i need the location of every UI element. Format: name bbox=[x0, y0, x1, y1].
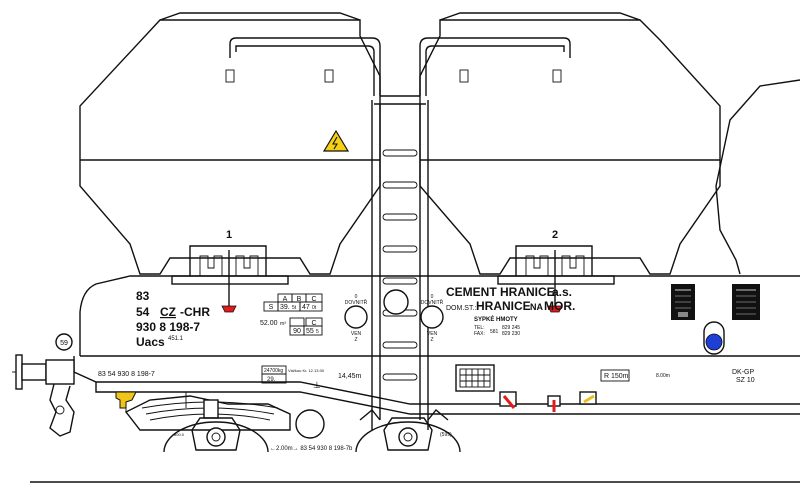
brake-lever-2[interactable] bbox=[547, 395, 561, 412]
bogie-left-label: 800.0 bbox=[174, 432, 185, 437]
grille bbox=[455, 364, 495, 392]
svg-text:930 8 198-7: 930 8 198-7 bbox=[136, 320, 200, 334]
svg-text:Z: Z bbox=[354, 337, 357, 343]
buffer bbox=[12, 354, 75, 390]
svg-text:S: S bbox=[269, 304, 274, 311]
svg-text:52.00: 52.00 bbox=[260, 320, 278, 327]
wagon-code-block: 83 54 CZ -CHR 930 8 198-7 Uacs 451.1 bbox=[136, 289, 210, 349]
signal-lamp-icon bbox=[703, 321, 725, 355]
hopper-left bbox=[79, 12, 381, 275]
svg-text:SYPKÉ HMOTY: SYPKÉ HMOTY bbox=[474, 315, 518, 323]
frame-number: 83 54 930 8 198-7 bbox=[98, 371, 155, 378]
svg-text:39.: 39. bbox=[280, 304, 290, 311]
svg-text:24700kg: 24700kg bbox=[264, 368, 283, 374]
svg-text:a.s.: a.s. bbox=[552, 285, 572, 299]
svg-text:54: 54 bbox=[136, 305, 150, 319]
svg-text:0t: 0t bbox=[312, 305, 317, 311]
svg-text:DOM.ST.:: DOM.ST.: bbox=[446, 305, 476, 312]
svg-text:451.1: 451.1 bbox=[168, 336, 184, 342]
svg-text:47: 47 bbox=[302, 304, 310, 311]
svg-text:DOVNITŘ: DOVNITŘ bbox=[421, 298, 444, 306]
svg-text:CEMENT HRANICE: CEMENT HRANICE bbox=[446, 285, 555, 299]
owner-block: CEMENT HRANICE a.s. DOM.ST.: HRANICE NA … bbox=[446, 285, 575, 337]
svg-text:90: 90 bbox=[293, 328, 301, 335]
hopper-label-2: 2 bbox=[552, 229, 558, 241]
revision-label: Vážkou Kr. 12.13.00 bbox=[288, 368, 325, 373]
wagon-body bbox=[79, 275, 800, 357]
info-plate-1 bbox=[671, 284, 695, 320]
svg-text:m³: m³ bbox=[280, 321, 286, 327]
svg-text:R 150m: R 150m bbox=[604, 373, 629, 380]
outlet-box-2 bbox=[497, 245, 615, 313]
ladder[interactable] bbox=[371, 100, 429, 430]
svg-text:A: A bbox=[283, 296, 288, 303]
underframe bbox=[73, 356, 800, 415]
svg-text:C: C bbox=[311, 320, 316, 327]
high-voltage-warning-icon bbox=[322, 129, 350, 152]
svg-text:0: 0 bbox=[431, 294, 434, 300]
svg-text:C: C bbox=[311, 296, 316, 303]
svg-text:MOR.: MOR. bbox=[544, 299, 575, 313]
weight-label: 24700kg 29. bbox=[261, 365, 287, 384]
bogie-right-label: (599) bbox=[440, 432, 452, 438]
svg-text:0: 0 bbox=[355, 294, 358, 300]
svg-text:VEN: VEN bbox=[427, 331, 438, 337]
sz-label: SZ 10 bbox=[736, 377, 755, 384]
svg-text:FAX:: FAX: bbox=[474, 331, 485, 337]
hopper-third-partial bbox=[715, 79, 800, 275]
bogie-number: ←2.00m→ 83 54 930 8 198-7b bbox=[270, 446, 353, 452]
svg-text:-CHR: -CHR bbox=[180, 305, 210, 319]
svg-text:55: 55 bbox=[306, 328, 314, 335]
coupler-hook bbox=[49, 383, 75, 437]
svg-text:5: 5 bbox=[316, 329, 319, 335]
dkgp-label: DK-GP bbox=[732, 369, 755, 376]
svg-text:CZ: CZ bbox=[160, 305, 176, 319]
distance-label: 8.00m bbox=[656, 373, 670, 379]
svg-text:B: B bbox=[297, 296, 302, 303]
svg-text:HRANICE: HRANICE bbox=[476, 299, 531, 313]
coupler-handle-icon[interactable] bbox=[115, 391, 137, 409]
handrails bbox=[229, 37, 571, 105]
svg-text:581: 581 bbox=[490, 329, 499, 335]
svg-text:TEL:: TEL: bbox=[474, 325, 485, 331]
badge-59: 59 bbox=[55, 333, 73, 351]
hopper-label-1: 1 bbox=[226, 229, 232, 241]
bogie bbox=[124, 395, 461, 453]
outlet-box-1 bbox=[171, 245, 289, 313]
info-plate-2 bbox=[732, 284, 760, 320]
center-mark: ⊥ bbox=[313, 380, 321, 390]
svg-text:29.: 29. bbox=[267, 377, 276, 383]
radius-label: R 150m bbox=[600, 369, 630, 382]
svg-text:59: 59 bbox=[60, 340, 68, 347]
brake-lever-1[interactable] bbox=[499, 391, 517, 409]
svg-text:829 245: 829 245 bbox=[502, 325, 520, 331]
valve-left[interactable]: 0 DOVNITŘ VEN Z bbox=[344, 294, 368, 343]
valve-right[interactable]: 0 DOVNITŘ VEN Z bbox=[420, 294, 444, 343]
brake-lever-3[interactable] bbox=[579, 391, 597, 405]
svg-text:Uacs: Uacs bbox=[136, 335, 165, 349]
load-table: A B C S 39. 5t 47 0t 52.00 m³ C 90 55 5 bbox=[260, 293, 323, 336]
svg-text:83: 83 bbox=[136, 289, 150, 303]
svg-text:VEN: VEN bbox=[351, 331, 362, 337]
svg-text:Z: Z bbox=[430, 337, 433, 343]
svg-text:NA: NA bbox=[530, 302, 543, 312]
length-label: 14,45m bbox=[338, 373, 362, 380]
svg-text:829 230: 829 230 bbox=[502, 331, 520, 337]
svg-text:DOVNITŘ: DOVNITŘ bbox=[345, 298, 368, 306]
svg-text:5t: 5t bbox=[292, 305, 297, 311]
